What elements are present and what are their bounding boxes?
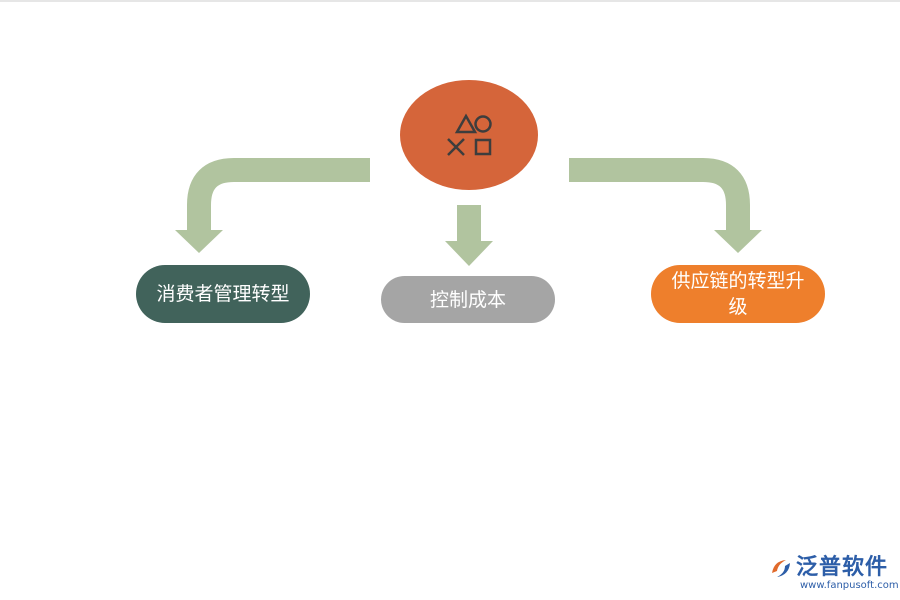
- arrowhead-branch-1: [175, 230, 223, 253]
- circle-icon: [474, 115, 492, 133]
- arrow-to-branch-2: [457, 205, 481, 243]
- branch-supply-chain: 供应链的转型升级: [651, 265, 825, 323]
- branch-label: 控制成本: [429, 288, 506, 311]
- cross-icon: [447, 138, 465, 156]
- branch-consumer-management: 消费者管理转型: [136, 265, 310, 323]
- square-icon: [474, 138, 492, 156]
- central-hub: [400, 80, 538, 190]
- arrowhead-branch-2: [445, 241, 493, 266]
- branch-label: 消费者管理转型: [156, 283, 290, 305]
- watermark-logo: 泛普软件 www.fanpusoft.com: [768, 555, 899, 593]
- brand-name: 泛普软件: [796, 555, 889, 580]
- brand-url: www.fanpusoft.com: [800, 580, 899, 591]
- branch-label: 供应链的转型升级: [671, 270, 805, 318]
- arrow-to-branch-1: [187, 158, 370, 232]
- branch-cost-control: 控制成本: [381, 276, 555, 323]
- triangle-icon: [454, 113, 478, 134]
- shapes-icon: [447, 113, 492, 156]
- top-divider: [0, 0, 900, 2]
- logo-swirl-icon: [772, 560, 790, 577]
- arrow-to-branch-3: [569, 158, 750, 232]
- arrowhead-branch-3: [714, 230, 762, 253]
